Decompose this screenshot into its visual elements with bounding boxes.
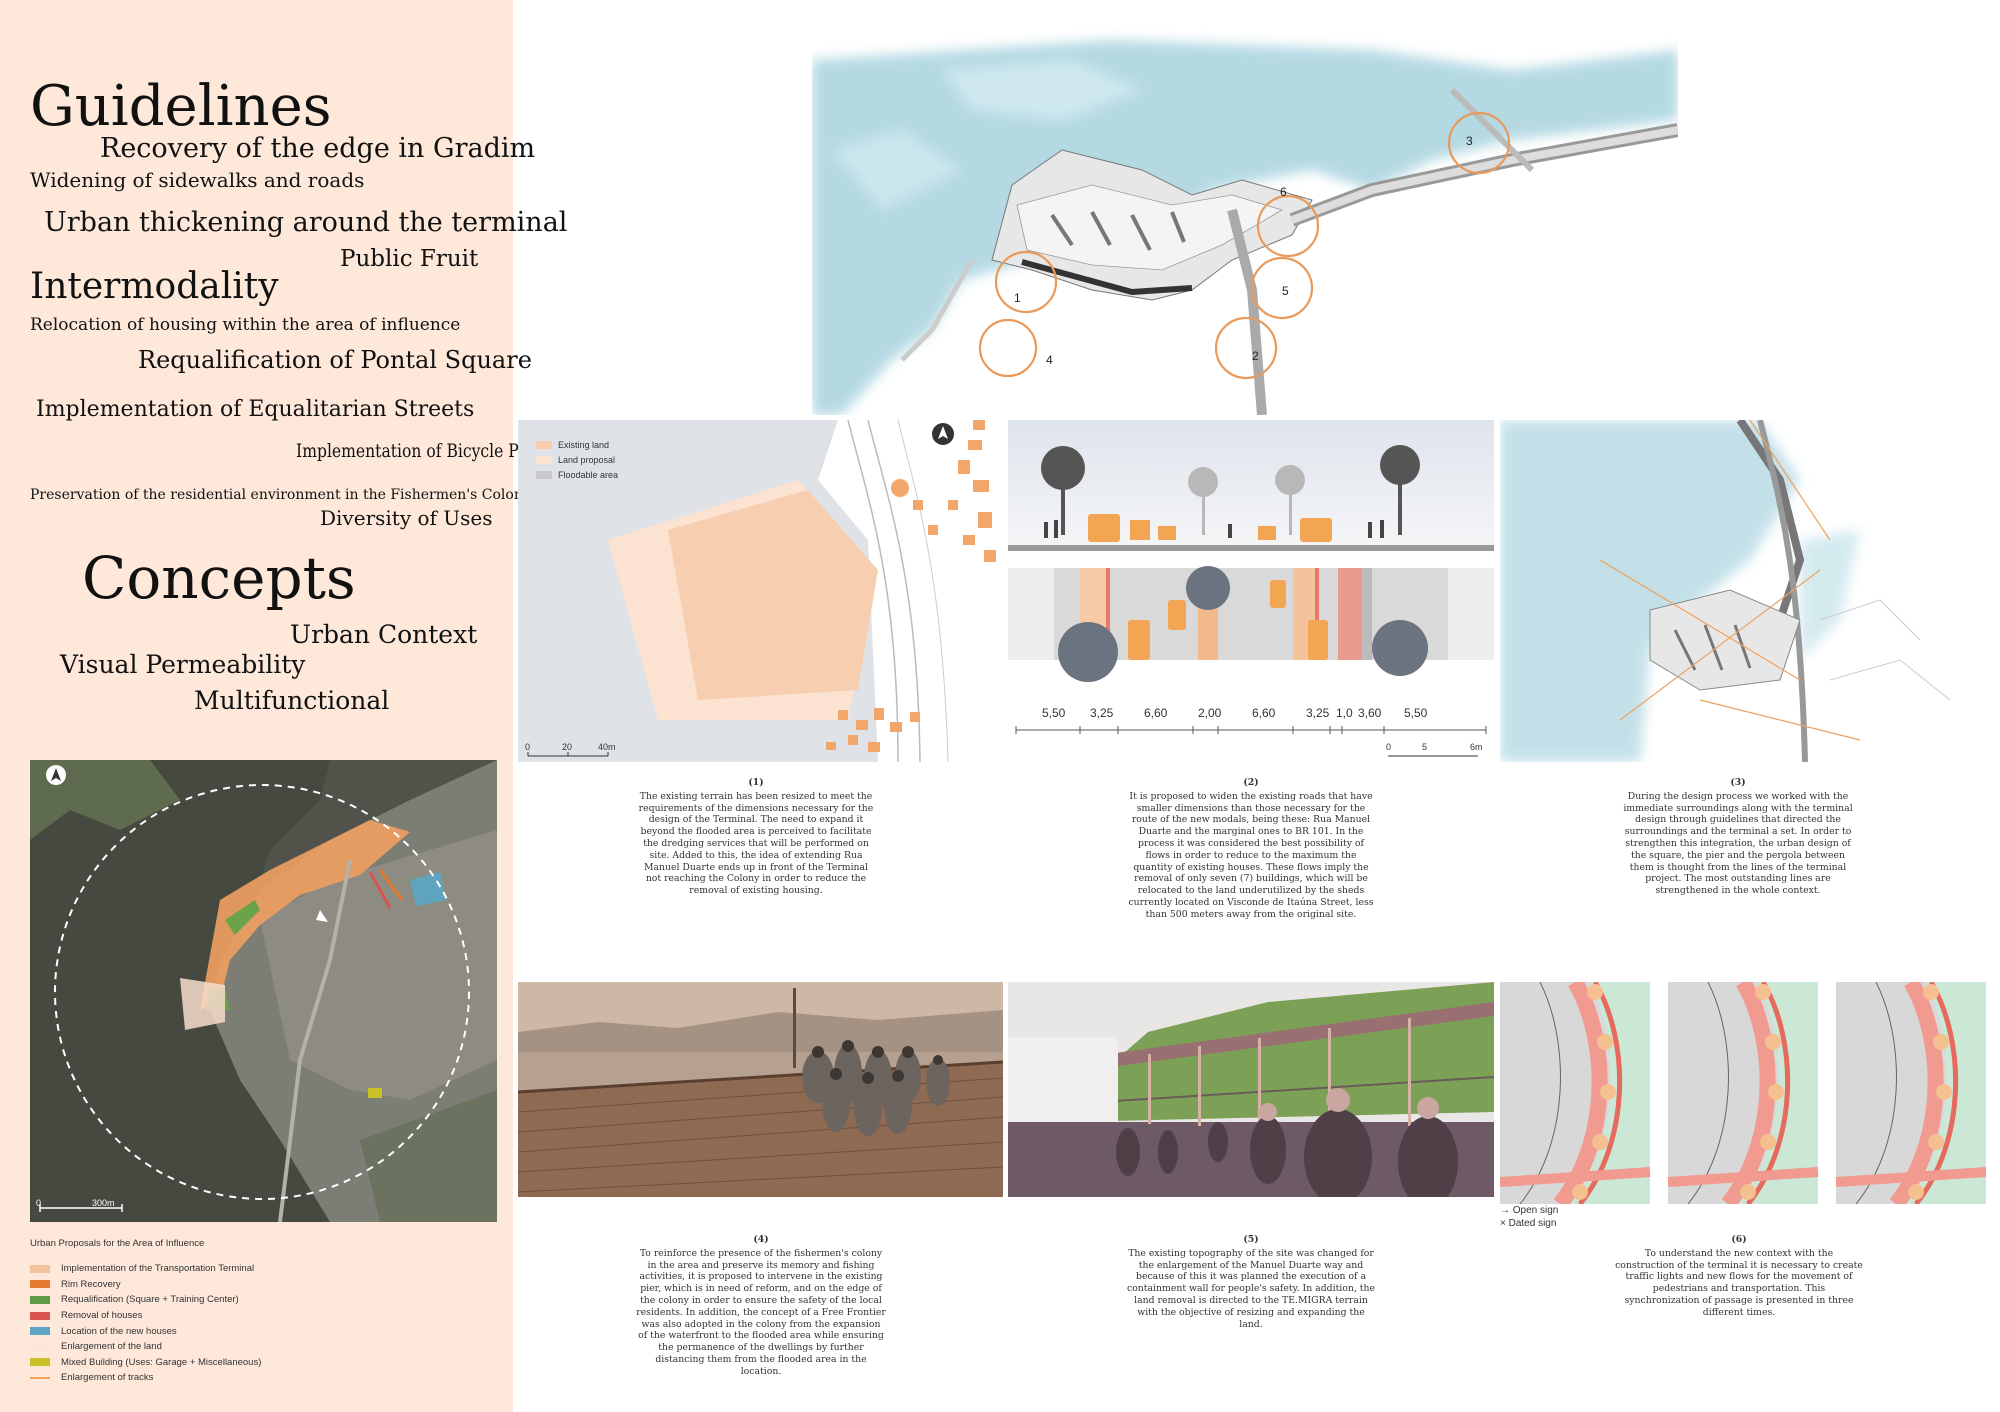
legend-swatch — [30, 1358, 50, 1367]
caption-2: (2)It is proposed to widen the existing … — [1128, 777, 1374, 920]
legend-label: Mixed Building (Uses: Garage + Miscellan… — [61, 1356, 262, 1368]
guideline-item: Public Fruit — [340, 246, 479, 272]
guideline-item: Widening of sidewalks and roads — [30, 168, 365, 192]
caption-3: (3)During the design process we worked w… — [1623, 777, 1853, 897]
concepts-title: Concepts — [82, 544, 356, 612]
caption-4: (4)To reinforce the presence of the fish… — [636, 1234, 886, 1377]
traffic-sequence — [1500, 982, 1986, 1204]
road-scale-5: 5 — [1422, 742, 1427, 752]
guideline-item: Intermodality — [30, 266, 279, 307]
traffic-sign-legend: → Open sign × Dated sign — [1500, 1205, 1559, 1229]
guideline-item: Diversity of Uses — [320, 506, 493, 530]
legend-item: Enlargement of tracks — [30, 1370, 500, 1386]
guideline-item: Preservation of the residential environm… — [30, 487, 531, 503]
dim-6-60-left: 6,60 — [1144, 706, 1168, 720]
guideline-item: Recovery of the edge in Gradim — [100, 133, 536, 164]
road-scale-0: 0 — [1386, 742, 1391, 752]
promenade-render — [1008, 982, 1494, 1197]
aerial-marker-1: 1 — [1014, 291, 1021, 305]
legend-label: Location of the new houses — [61, 1325, 177, 1337]
guideline-item: Implementation of Bicycle Paths — [296, 440, 552, 462]
area-of-influence-map: 0 300m — [30, 760, 497, 1222]
dim-1-0: 1,0 — [1336, 706, 1353, 720]
aerial-marker-5: 5 — [1282, 284, 1289, 298]
context-plan — [1500, 420, 1980, 762]
land-scale-40: 40m — [598, 742, 616, 752]
guideline-item: Urban thickening around the terminal — [44, 207, 568, 238]
land-plan: Existing land Land proposal Floodable ar… — [518, 420, 1003, 762]
legend-item: Enlargement of the land — [30, 1339, 500, 1355]
legend-item: Implementation of the Transportation Ter… — [30, 1261, 500, 1277]
dim-3-25-left: 3,25 — [1090, 706, 1114, 720]
legend-label: Enlargement of the land — [61, 1341, 162, 1353]
dim-5-50-right: 5,50 — [1404, 706, 1428, 720]
legend-item: Requalification (Square + Training Cente… — [30, 1292, 500, 1308]
cross-icon: × — [1500, 1218, 1506, 1229]
aerial-marker-4: 4 — [1046, 353, 1053, 367]
guideline-item: Relocation of housing within the area of… — [30, 315, 461, 335]
legend-swatch — [30, 1280, 50, 1289]
caption-5: (5)The existing topography of the site w… — [1126, 1234, 1375, 1330]
guidelines-title: Guidelines — [30, 74, 332, 139]
concept-item: Multifunctional — [194, 686, 390, 715]
land-legend-floodable: Floodable area — [558, 470, 618, 480]
dim-5-50-left: 5,50 — [1042, 706, 1066, 720]
legend-item: Mixed Building (Uses: Garage + Miscellan… — [30, 1355, 500, 1371]
aerial-marker-3: 3 — [1466, 134, 1473, 148]
aerial-marker-6: 6 — [1280, 185, 1287, 199]
legend-label: Removal of houses — [61, 1310, 143, 1322]
legend-swatch — [30, 1342, 50, 1351]
land-scale-0: 0 — [525, 742, 530, 752]
land-legend-existing: Existing land — [558, 440, 609, 450]
legend-swatch — [30, 1264, 50, 1273]
legend-label: Enlargement of tracks — [61, 1372, 154, 1384]
road-section: 5,50 3,25 6,60 2,00 6,60 3,25 1,0 3,60 5… — [1008, 420, 1494, 762]
road-scale-6m: 6m — [1470, 742, 1483, 752]
arrow-right-icon: → — [1500, 1205, 1510, 1216]
concept-item: Urban Context — [290, 620, 478, 649]
land-scale-20: 20 — [562, 742, 572, 752]
legend-swatch — [30, 1295, 50, 1304]
legend-swatch — [30, 1327, 50, 1336]
satellite-map — [30, 760, 497, 1222]
map-legend: Urban Proposals for the Area of Influenc… — [30, 1238, 500, 1386]
caption-6: (6)To understand the new context with th… — [1615, 1234, 1863, 1318]
legend-swatch — [30, 1376, 50, 1379]
caption-1: (1)The existing terrain has been resized… — [638, 777, 874, 897]
dim-2-00: 2,00 — [1198, 706, 1222, 720]
dim-3-60: 3,60 — [1358, 706, 1382, 720]
pier-render — [518, 982, 1003, 1197]
legend-label: Requalification (Square + Training Cente… — [61, 1294, 239, 1306]
dim-6-60-right: 6,60 — [1252, 706, 1276, 720]
guideline-item: Requalification of Pontal Square — [138, 346, 532, 374]
guideline-item: Implementation of Equalitarian Streets — [36, 397, 475, 422]
map-scale-label: 300m — [92, 1198, 115, 1208]
legend-swatch — [30, 1311, 50, 1320]
dim-3-25-right: 3,25 — [1306, 706, 1330, 720]
legend-label: Implementation of the Transportation Ter… — [61, 1263, 255, 1275]
legend-title: Urban Proposals for the Area of Influenc… — [30, 1238, 205, 1249]
aerial-perspective: 1 2 3 4 5 6 — [812, 30, 1678, 415]
legend-label: Rim Recovery — [61, 1278, 121, 1290]
legend-item: Location of the new houses — [30, 1323, 500, 1339]
legend-item: Removal of houses — [30, 1308, 500, 1324]
map-scale-zero: 0 — [36, 1198, 42, 1208]
concept-item: Visual Permeability — [60, 650, 306, 679]
land-legend-proposal: Land proposal — [558, 455, 615, 465]
aerial-marker-2: 2 — [1252, 349, 1259, 363]
legend-item: Rim Recovery — [30, 1277, 500, 1293]
